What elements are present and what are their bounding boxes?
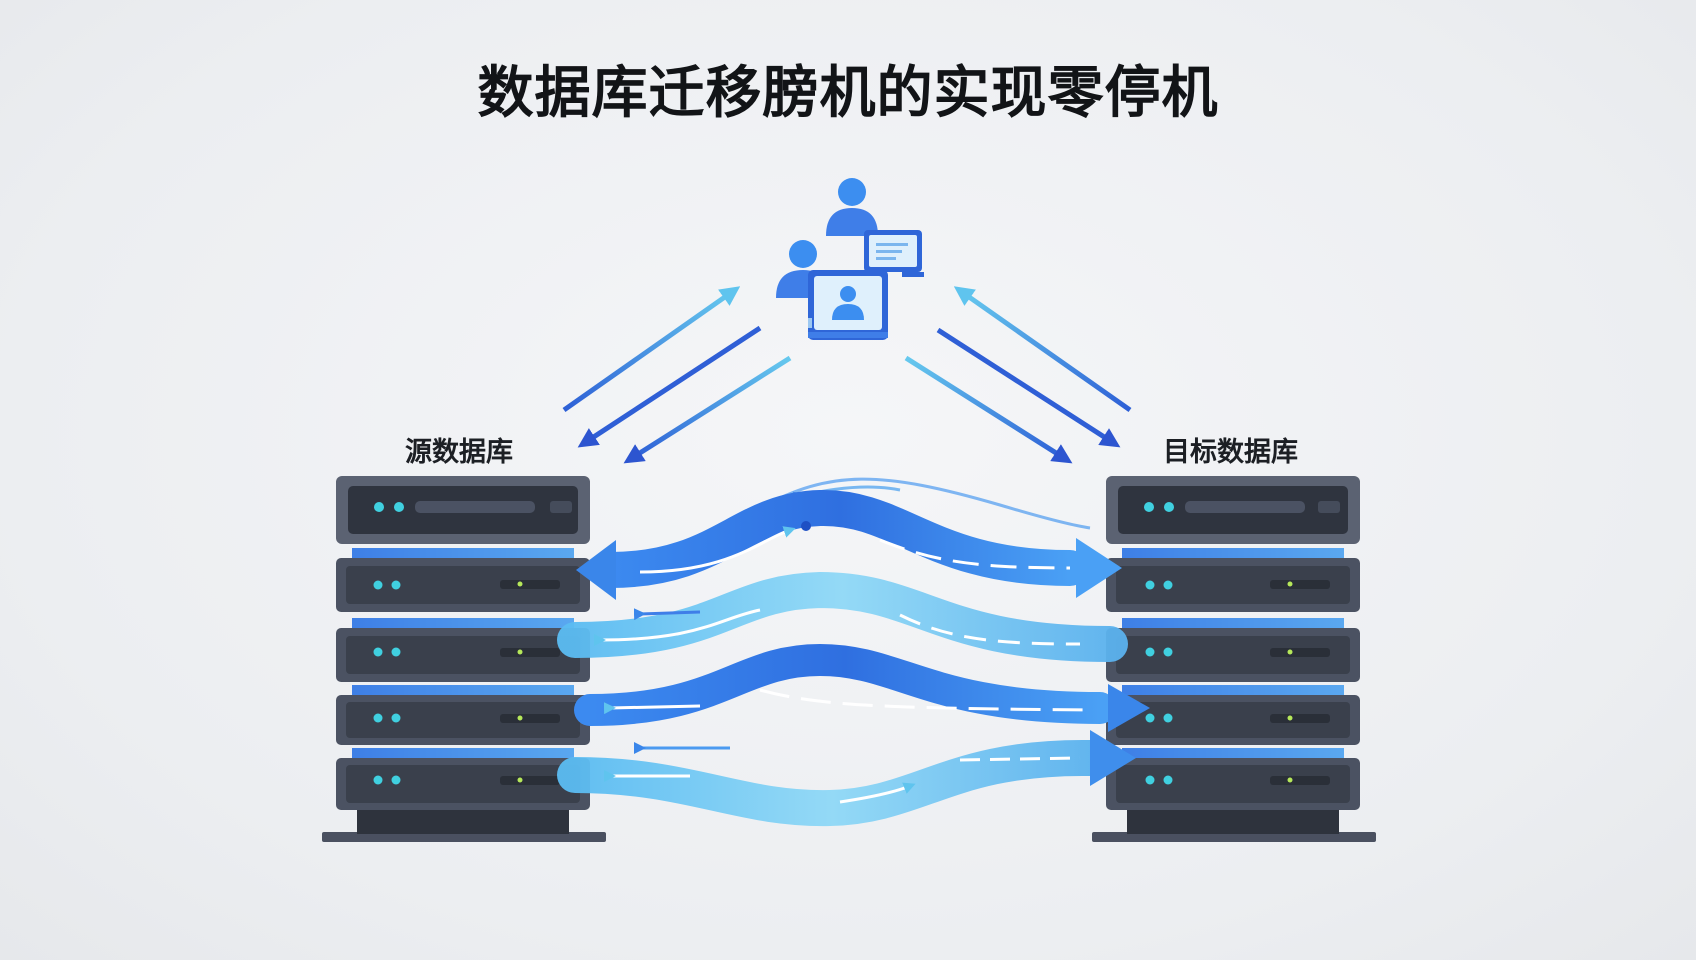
arrow-icon xyxy=(936,327,1121,448)
clients-cluster xyxy=(776,178,924,340)
server-rack-icon xyxy=(336,758,590,810)
flow-band xyxy=(557,730,1136,827)
source-server-rack xyxy=(322,476,606,842)
source-database-label: 源数据库 xyxy=(405,437,513,468)
left-client-arrows xyxy=(562,286,792,464)
server-rack-icon xyxy=(1106,695,1360,745)
server-rack-icon xyxy=(336,695,590,745)
document-icon xyxy=(864,230,924,277)
server-rack-icon xyxy=(1106,558,1360,612)
server-rack-icon xyxy=(336,558,590,612)
flow-band xyxy=(574,643,1150,732)
data-flow-bands xyxy=(557,477,1150,827)
user-icon xyxy=(826,178,878,236)
server-rack-icon xyxy=(1106,758,1360,810)
server-rack-icon xyxy=(336,628,590,682)
arrow-icon xyxy=(953,286,1132,413)
flow-band xyxy=(557,571,1128,662)
target-database-label: 目标数据库 xyxy=(1163,437,1298,468)
flow-band xyxy=(576,489,1122,600)
right-client-arrows xyxy=(904,286,1132,464)
arrow-icon xyxy=(577,325,762,448)
server-rack-icon xyxy=(1106,628,1360,682)
target-server-rack xyxy=(1092,476,1376,842)
arrow-icon xyxy=(562,286,741,413)
monitor-icon xyxy=(808,270,888,340)
page-title: 数据库迁移膀机的实现零停机 xyxy=(477,61,1219,126)
arrow-icon xyxy=(904,355,1073,464)
arrow-icon xyxy=(623,355,792,464)
